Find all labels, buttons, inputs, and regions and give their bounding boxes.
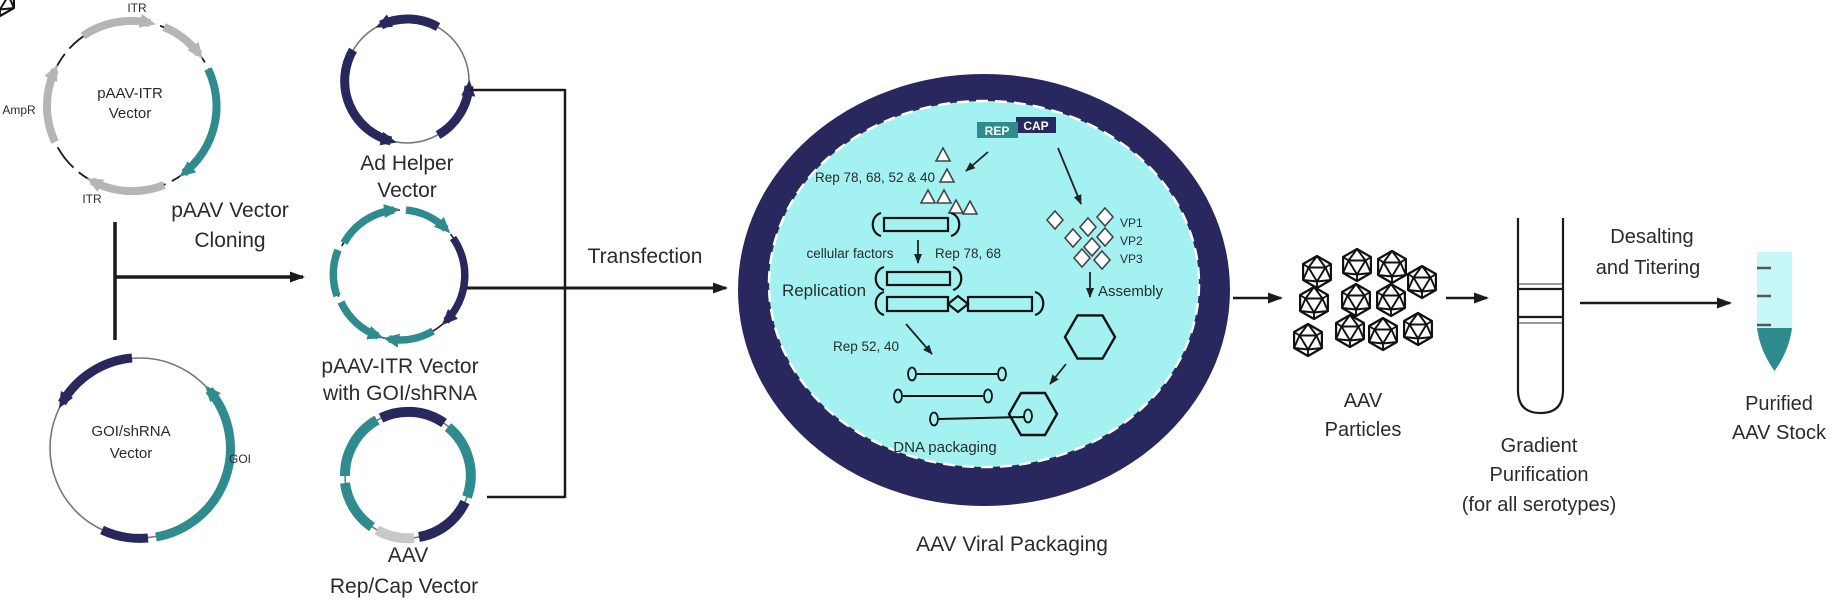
paav-goi-vector-icon [329, 204, 469, 348]
desalting-label-line1: Desalting [1610, 226, 1693, 248]
label-ampr: AmpR [2, 103, 36, 117]
cell-caption: AAV Viral Packaging [916, 533, 1108, 556]
plasmid-paav-name-line1: pAAV-ITR [97, 85, 163, 102]
ss-dna-strands [893, 366, 1033, 427]
transfection-bracket [470, 88, 567, 499]
cloning-arrow [113, 222, 305, 340]
capsid-empty-hexagon [1063, 314, 1117, 360]
particles-label-line1: AAV [1344, 390, 1383, 412]
purified-stock-tube-icon [1757, 252, 1792, 371]
capsid-to-packaging-arrow [1049, 363, 1067, 385]
purified-label-line1: Purified [1745, 393, 1813, 415]
transfection-label: Transfection [588, 245, 703, 268]
gradient-label-line2: Purification [1490, 464, 1589, 486]
plasmid-paav-itr-icon [43, 13, 221, 196]
particles-label-line2: Particles [1325, 419, 1402, 441]
ad-helper-label-line1: Ad Helper [360, 152, 453, 175]
cap-gene-box [1016, 117, 1056, 133]
rep-52-40-label: Rep 52, 40 [833, 339, 899, 354]
plasmid-goi-shrna-icon [49, 353, 235, 543]
ds-dna-replicating [874, 290, 1045, 317]
ad-helper-vector-icon [340, 14, 476, 146]
rep-gene-box [977, 122, 1018, 138]
vp3-label: VP3 [1120, 252, 1143, 266]
aav-particles-icon [0, 0, 1438, 358]
rep-cap-label-line2: Rep/Cap Vector [330, 575, 478, 598]
cap-gene-label: CAP [1023, 119, 1048, 133]
rep-protein-triangles [919, 146, 979, 215]
paav-goi-label-line1: pAAV-ITR Vector [321, 355, 478, 378]
rep-proteins-label: Rep 78, 68, 52 & 40 [815, 170, 935, 185]
cap-to-vp-arrow [1057, 147, 1082, 205]
label-itr-top: ITR [127, 1, 147, 15]
rep-gene-label: REP [985, 124, 1010, 138]
ds-dna-template [871, 211, 961, 238]
plasmid-goi-name-line1: GOI/shRNA [91, 423, 170, 440]
cloning-label-line1: pAAV Vector [171, 199, 289, 222]
replication-label: Replication [782, 281, 866, 300]
assembly-label: Assembly [1098, 283, 1164, 300]
cloning-label-line2: Cloning [194, 229, 265, 252]
capsid-packaging-hexagon [1007, 391, 1059, 437]
rep-to-proteins-arrow [965, 151, 989, 172]
label-itr-bottom: ITR [82, 192, 102, 206]
cell-cytoplasm [767, 99, 1201, 469]
gradient-tube-icon [1516, 218, 1565, 415]
ad-helper-label-line2: Vector [377, 179, 437, 202]
rep-78-68-label: Rep 78, 68 [935, 246, 1001, 261]
label-goi: GOI [229, 452, 251, 466]
cellular-factors-label: cellular factors [806, 246, 893, 261]
desalting-label-line2: and Titering [1596, 257, 1701, 279]
packaging-arrow [905, 323, 933, 355]
rep-cap-vector-icon [339, 406, 476, 544]
paav-goi-label-line2: with GOI/shRNA [322, 382, 477, 405]
plasmid-goi-name-line2: Vector [110, 445, 153, 462]
dna-packaging-label: DNA packaging [893, 439, 996, 456]
purified-label-line2: AAV Stock [1732, 422, 1827, 444]
vp2-label: VP2 [1120, 234, 1143, 248]
gradient-label-line3: (for all serotypes) [1462, 494, 1617, 516]
gradient-label-line1: Gradient [1501, 435, 1578, 457]
ds-dna-copy [874, 265, 963, 292]
plasmid-paav-name-line2: Vector [109, 105, 152, 122]
packaging-cell: REP CAP Rep 78, 68, 52 & 40 cellular fac… [738, 74, 1230, 506]
vp-protein-diamonds [1045, 206, 1115, 271]
vp1-label: VP1 [1120, 216, 1143, 230]
rep-cap-label-line1: AAV [388, 544, 428, 567]
